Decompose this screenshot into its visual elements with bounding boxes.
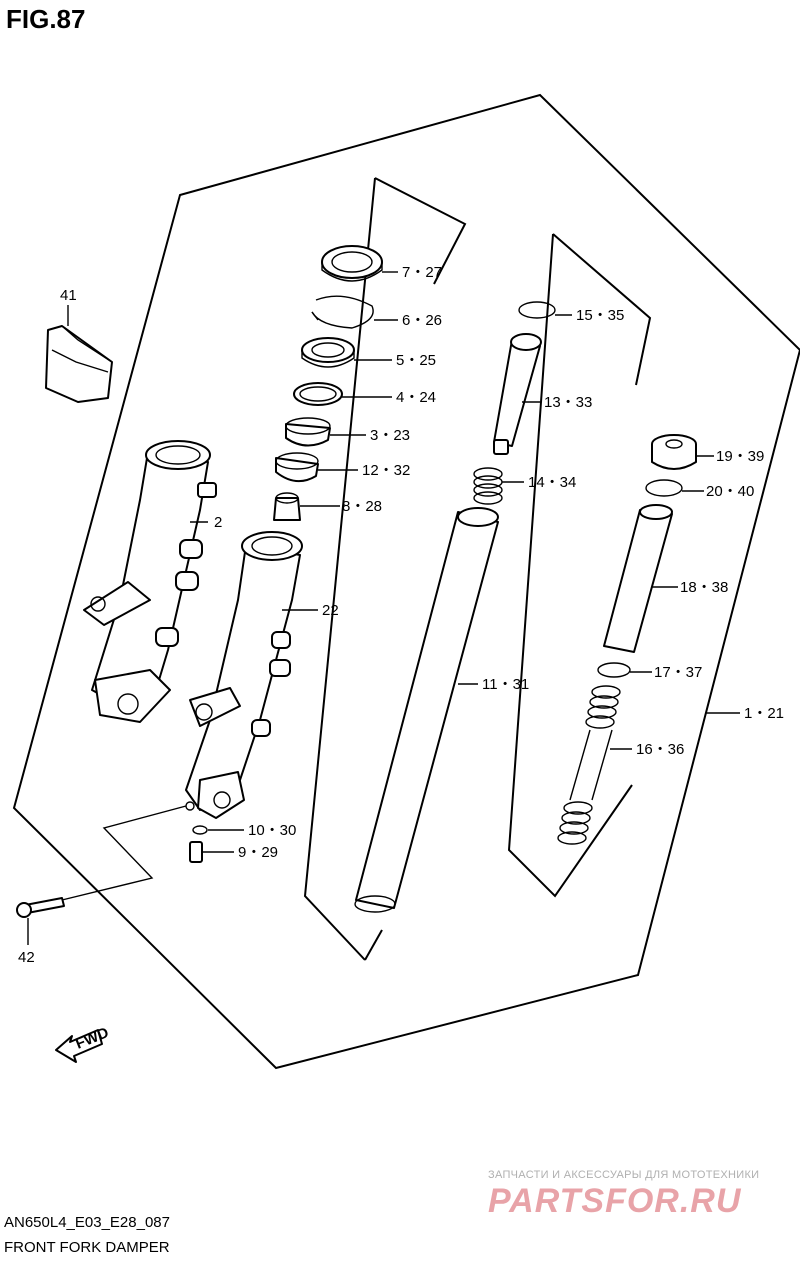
- callout-10-30: 10・30: [248, 822, 296, 839]
- fwd-arrow-icon: FWD: [55, 1024, 111, 1063]
- callout-1-21: 1・21: [744, 705, 784, 722]
- callout-18-38: 18・38: [680, 579, 728, 596]
- part-cap-bolt-19: [651, 434, 697, 470]
- part-outer-leg-22: [185, 531, 303, 819]
- callout-7-27: 7・27: [402, 264, 442, 281]
- callout-22: 22: [322, 602, 339, 619]
- part-damper-rod-13: [493, 333, 542, 455]
- callout-42: 42: [18, 949, 35, 966]
- part-oil-seal-5: [301, 337, 355, 368]
- callout-6-26: 6・26: [402, 312, 442, 329]
- watermark-subtitle: ЗАПЧАСТИ И АКСЕССУАРЫ ДЛЯ МОТОТЕХНИКИ: [488, 1169, 760, 1181]
- part-seal-spacer-4: [293, 382, 343, 406]
- callout-16-36: 16・36: [636, 741, 684, 758]
- part-dust-seal-7: [321, 245, 383, 282]
- callout-8-28: 8・28: [342, 498, 382, 515]
- callout-41: 41: [60, 287, 77, 304]
- part-outer-leg-2: [83, 440, 217, 723]
- diagram-caption: FRONT FORK DAMPER: [4, 1239, 170, 1256]
- callout-14-34: 14・34: [528, 474, 576, 491]
- assembly-frame: [12, 93, 800, 1070]
- part-cover-41: [45, 325, 113, 403]
- part-gasket-10: [192, 825, 208, 835]
- part-rebound-spring-14: [473, 467, 503, 505]
- watermark-logo: PARTSFOR.RU: [488, 1182, 742, 1220]
- part-damper-bolt-9: [189, 841, 203, 863]
- model-code: AN650L4_E03_E28_087: [4, 1214, 170, 1231]
- callout-13-33: 13・33: [544, 394, 592, 411]
- part-stopper-ring-6: [311, 295, 374, 329]
- part-inner-tube-11: [354, 507, 499, 913]
- part-bolt-42: [16, 897, 65, 918]
- part-ring-15: [518, 301, 556, 319]
- callout-11-31: 11・31: [482, 676, 529, 693]
- part-oil-lock-piece-8: [273, 492, 301, 521]
- damper-group-frame: [507, 233, 633, 898]
- callout-15-35: 15・35: [576, 307, 624, 324]
- callout-17-37: 17・37: [654, 664, 702, 681]
- tube-group-frame: [303, 177, 376, 961]
- callout-19-39: 19・39: [716, 448, 764, 465]
- part-o-ring-20: [645, 479, 683, 497]
- callout-3-23: 3・23: [370, 427, 410, 444]
- part-washer-17: [597, 662, 631, 678]
- callout-2: 2: [214, 514, 222, 531]
- part-fork-spring-16: [557, 685, 621, 845]
- callout-12-32: 12・32: [362, 462, 410, 479]
- callout-5-25: 5・25: [396, 352, 436, 369]
- leader-lines: [27, 271, 740, 945]
- part-slide-bushing-12: [275, 452, 319, 483]
- callout-20-40: 20・40: [706, 483, 754, 500]
- part-spacer-18: [603, 504, 673, 653]
- figure-title: FIG.87: [6, 4, 86, 34]
- part-guide-bushing-3: [285, 417, 331, 447]
- callout-4-24: 4・24: [396, 389, 436, 406]
- callout-9-29: 9・29: [238, 844, 278, 861]
